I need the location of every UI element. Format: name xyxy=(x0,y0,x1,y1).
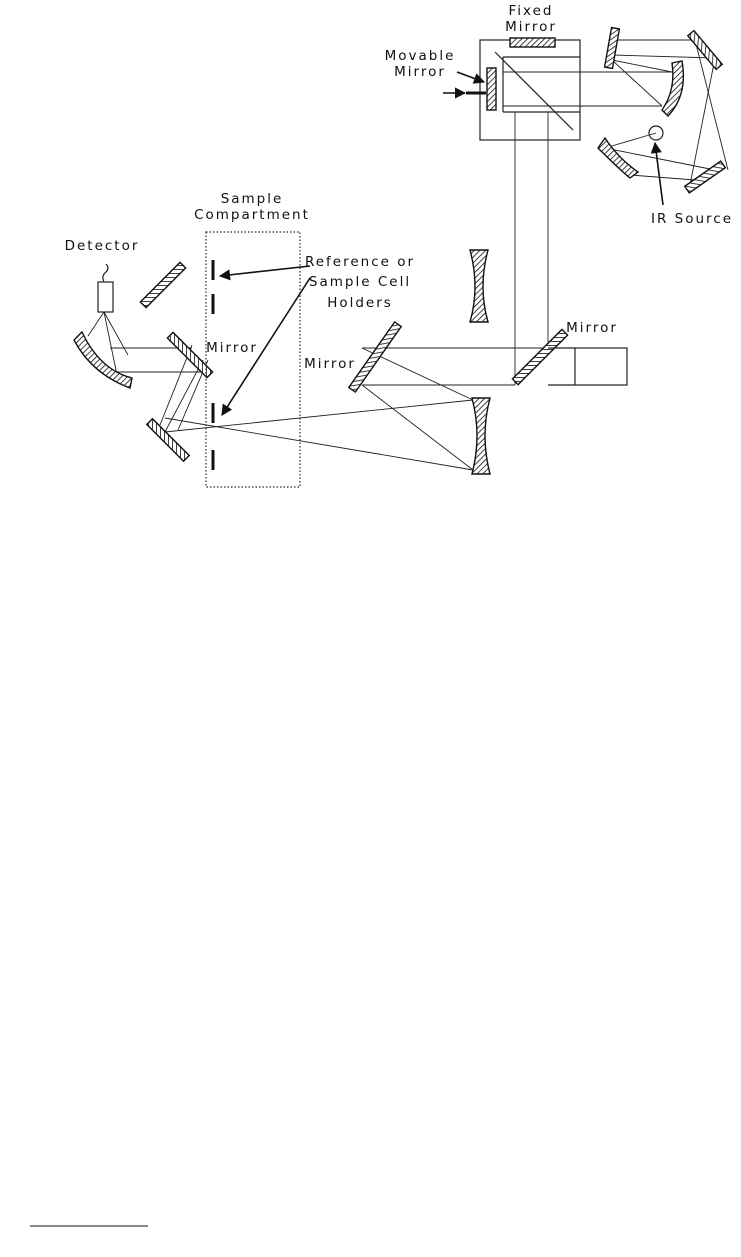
holders-pointer-reference xyxy=(220,266,310,276)
flat-mirror-left-top xyxy=(140,262,185,307)
detector-concave-mirror xyxy=(74,332,132,388)
holders-label-3: Holders xyxy=(327,295,393,311)
mirrors xyxy=(74,28,725,474)
flat-mirror-left-bottom xyxy=(147,419,189,461)
labels: Fixed Mirror Movable Mirror IR Source Sa… xyxy=(65,3,733,372)
sample-compartment-label-2: Compartment xyxy=(194,207,310,223)
mirror-label-right: Mirror xyxy=(566,320,618,336)
beam-splitter-mirror-right xyxy=(512,329,567,384)
holders-label-1: Reference or xyxy=(305,254,415,270)
beam-splitter xyxy=(495,52,573,130)
fixed-mirror-label-2: Mirror xyxy=(505,19,557,35)
sample-compartment-label-1: Sample xyxy=(221,191,284,207)
ir-source-label: IR Source xyxy=(651,211,733,227)
source-flat-mirror-1 xyxy=(605,28,620,69)
mirror-label-left: Mirror xyxy=(206,340,258,356)
detector xyxy=(98,264,113,312)
output-box xyxy=(548,348,627,385)
holders-label-2: Sample Cell xyxy=(309,274,411,290)
concave-mirror-center xyxy=(470,250,488,322)
arrows xyxy=(220,72,663,415)
mirror-label-center: Mirror xyxy=(304,356,356,372)
detector-label: Detector xyxy=(65,238,140,254)
source-flat-mirror-3 xyxy=(685,161,726,193)
movable-mirror-label-2: Mirror xyxy=(394,64,446,80)
concave-mirror-large xyxy=(472,398,490,474)
movable-mirror xyxy=(487,68,496,110)
ir-source-pointer xyxy=(655,143,663,205)
sample-compartment xyxy=(206,232,300,487)
mirror-center-flat xyxy=(349,322,401,392)
fixed-mirror xyxy=(510,38,555,47)
movable-mirror-label-1: Movable xyxy=(385,48,456,64)
fixed-mirror-label-1: Fixed xyxy=(509,3,554,19)
source-flat-mirror-2 xyxy=(688,31,722,70)
source-concave-mirror-1 xyxy=(662,61,683,116)
